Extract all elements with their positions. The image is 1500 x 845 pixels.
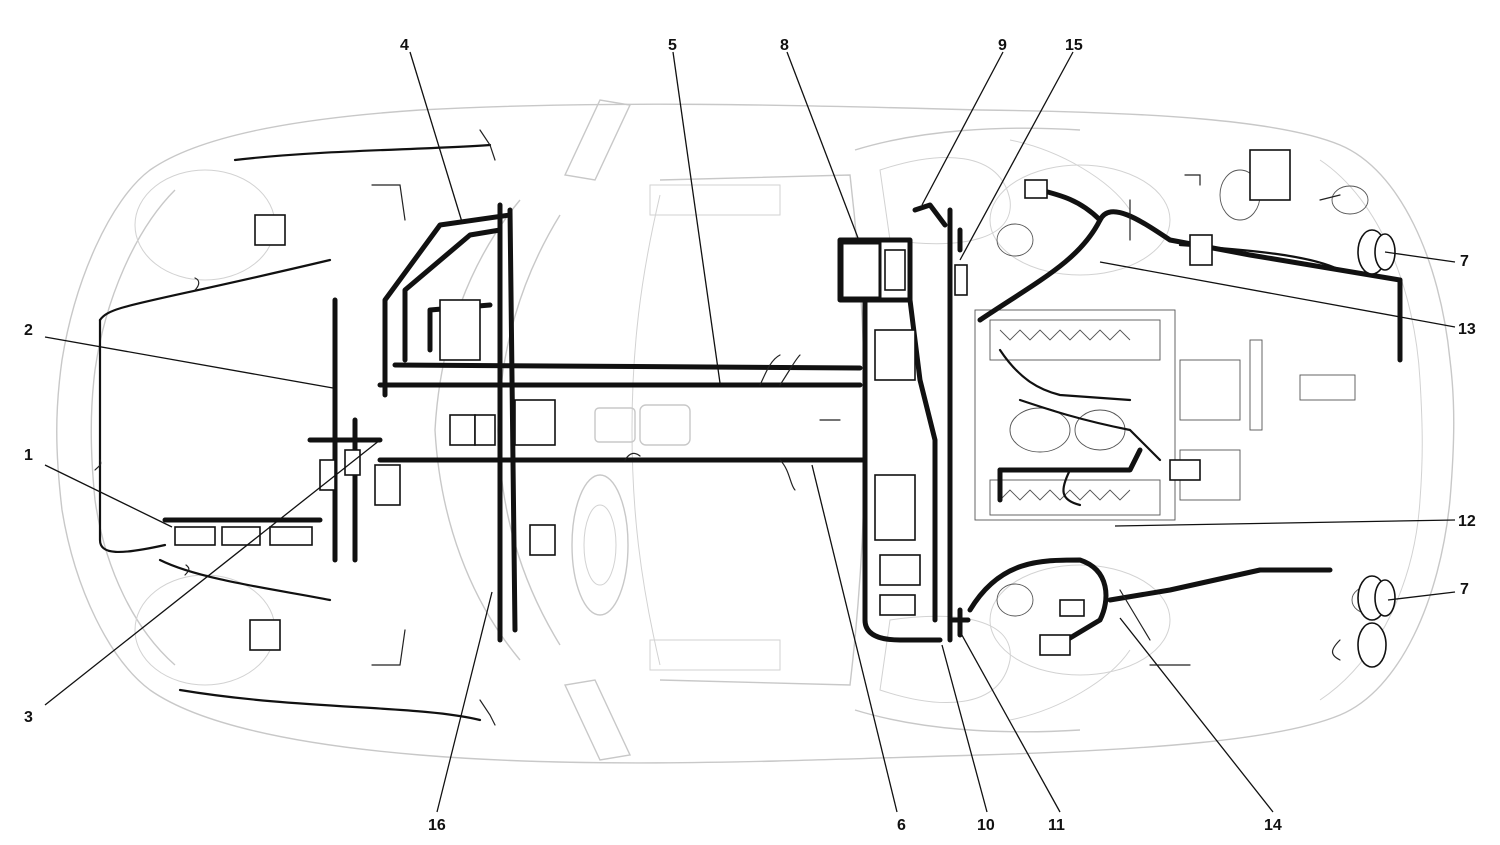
callout-5: 5 [668,37,677,54]
callout-12: 12 [1458,513,1476,530]
callout-14: 14 [1264,817,1282,834]
wire-branches [94,129,1341,726]
wiring-harness [98,143,1403,722]
callout-7-top: 7 [1460,253,1469,270]
callout-7-bottom: 7 [1460,581,1469,598]
callout-3: 3 [24,709,33,726]
components [174,149,1396,668]
callout-11: 11 [1048,817,1065,834]
callout-9: 9 [998,37,1007,54]
callout-6: 6 [897,817,906,834]
callout-13: 13 [1458,321,1476,338]
callout-8: 8 [780,37,789,54]
car-body-outline [56,99,1455,764]
callout-10: 10 [977,817,995,834]
engine-block [974,169,1389,617]
callout-4: 4 [400,37,409,54]
callout-2: 2 [24,322,33,339]
callout-1: 1 [24,447,33,464]
callout-15: 15 [1065,37,1083,54]
callout-labels: 1 2 3 4 5 6 7 7 8 9 10 11 12 13 14 15 16 [24,37,1476,834]
leader-lines [44,51,1456,813]
callout-16: 16 [428,817,446,834]
